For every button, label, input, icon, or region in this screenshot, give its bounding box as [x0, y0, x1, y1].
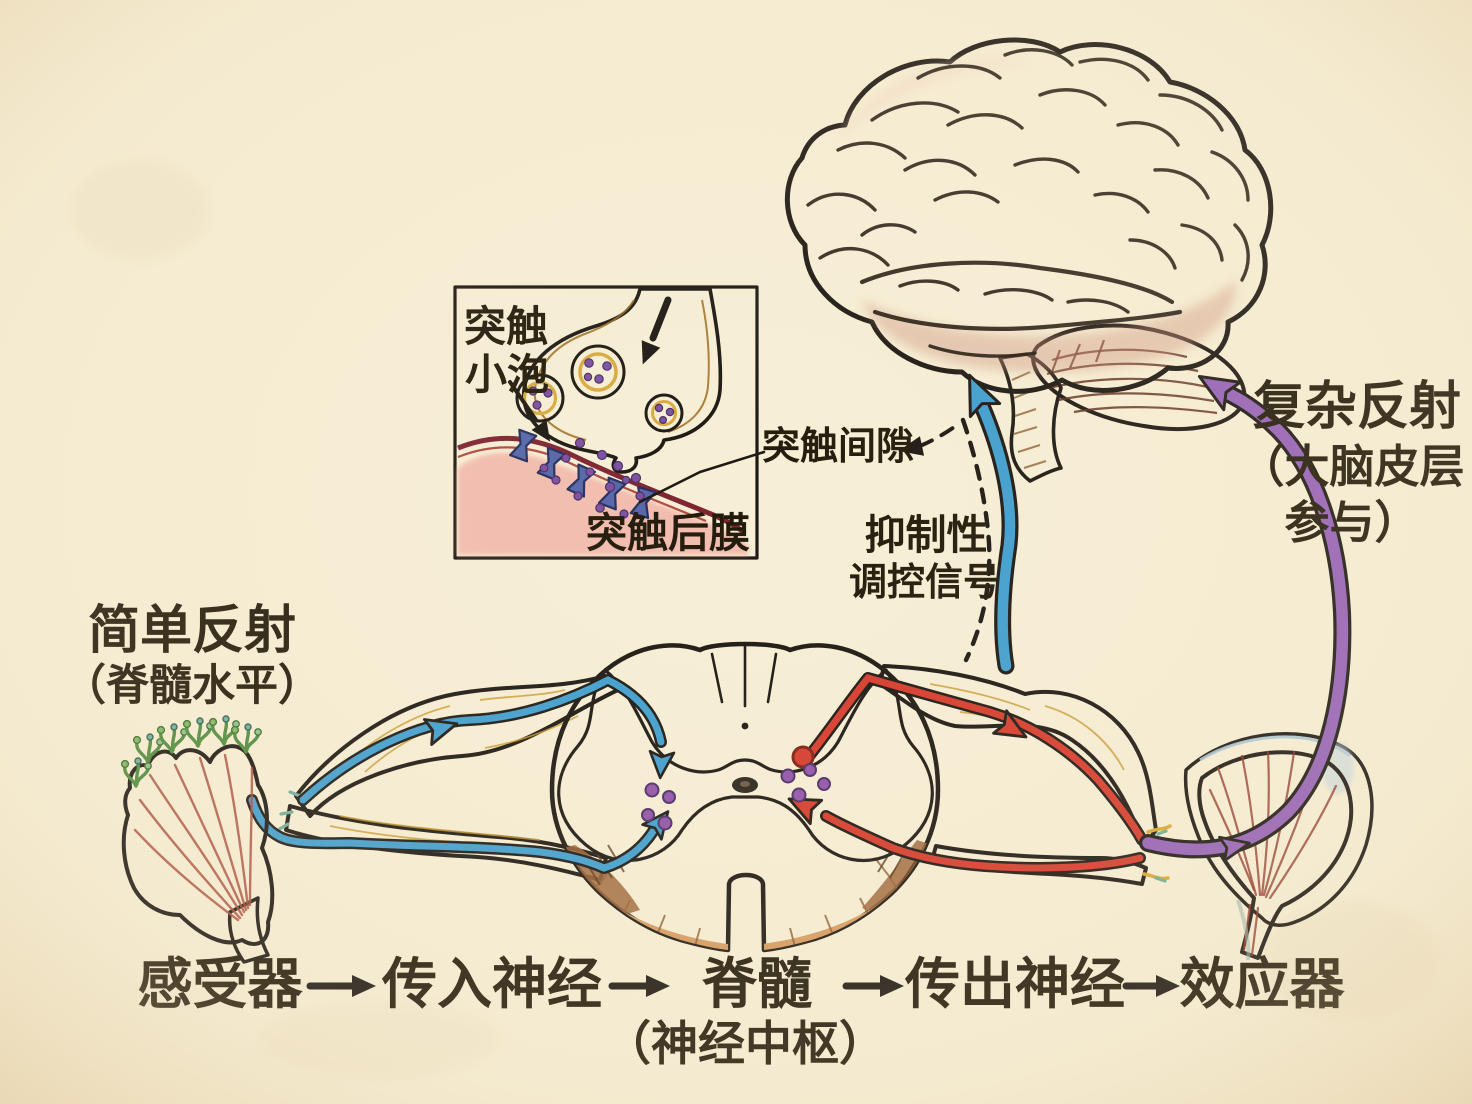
flow-center-label: 脊髓 [702, 954, 812, 1015]
simple-reflex-label: 简单反射 [88, 602, 296, 660]
paper-stain [70, 160, 210, 260]
flow-afferent-label: 传入神经 [381, 954, 602, 1015]
synaptic-vesicle-label-2: 小泡 [465, 352, 549, 399]
complex-reflex-label: 复杂反射 [1253, 378, 1461, 436]
complex-reflex-sublabel-2: 参与） [1284, 498, 1419, 548]
simple-reflex-sublabel: （脊髓水平） [63, 662, 321, 710]
flow-effector-label: 效应器 [1179, 954, 1345, 1015]
flow-center-sublabel: （神经中枢） [604, 1019, 886, 1071]
postsynaptic-membrane-label: 突触后膜 [586, 510, 750, 556]
flow-receptor-label: 感受器 [137, 954, 303, 1015]
synaptic-cleft-label: 突触间隙 [762, 426, 914, 468]
complex-reflex-sublabel-1: （大脑皮层 [1239, 442, 1464, 492]
inhibitory-signal-label-1: 抑制性 [865, 512, 988, 558]
synaptic-vesicle-label-1: 突触 [464, 304, 548, 351]
inhibitory-signal-label-2: 调控信号 [849, 562, 1001, 604]
flow-efferent-label: 传出神经 [904, 954, 1125, 1015]
